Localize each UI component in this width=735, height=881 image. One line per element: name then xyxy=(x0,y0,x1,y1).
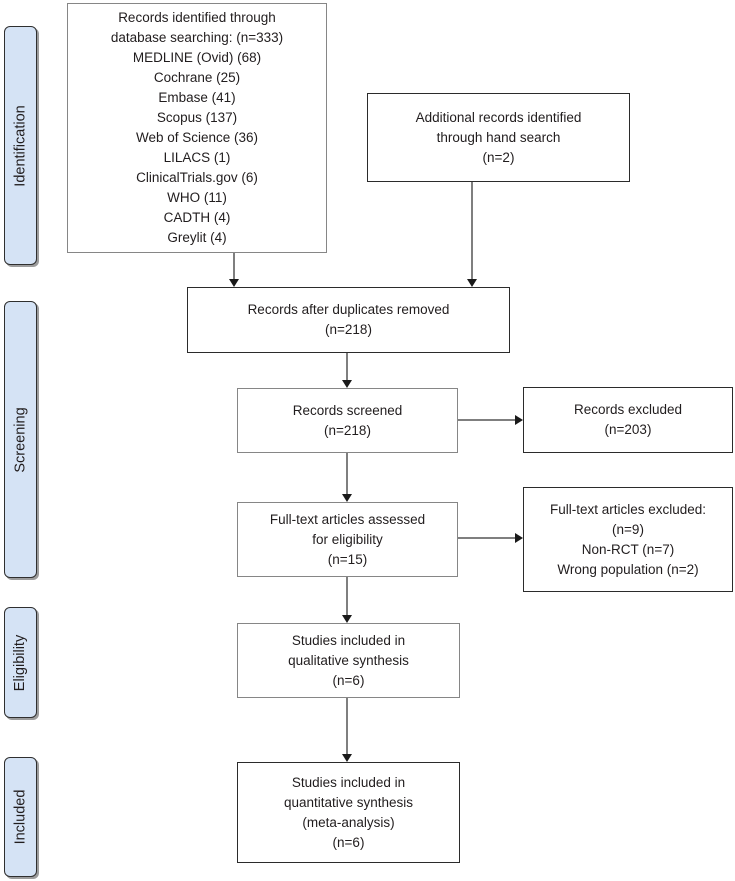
box-text-line: Records screened xyxy=(292,402,403,418)
arrow-duplicates-to-screened xyxy=(346,353,348,380)
arrow-screened-to-excluded xyxy=(458,419,515,421)
box-fulltext-assessed: Full-text articles assessed for eligibil… xyxy=(237,502,458,577)
box-text-line: Full-text articles assessed xyxy=(269,511,426,527)
box-text-line: quantitative synthesis xyxy=(283,794,414,810)
box-text-line: Additional records identified xyxy=(415,109,582,125)
box-text-line: Records after duplicates removed xyxy=(247,302,450,317)
box-text-line: CADTH (4) xyxy=(163,210,231,225)
stage-band-included: Included xyxy=(4,757,37,877)
box-text-line: (n=2) xyxy=(482,149,515,165)
arrowhead-right-icon xyxy=(515,533,523,543)
box-fulltext-excluded: Full-text articles excluded: (n=9) Non-R… xyxy=(523,487,733,592)
box-text-line: Embase (41) xyxy=(158,90,236,105)
box-duplicates-removed: Records after duplicates removed (n=218) xyxy=(187,287,510,353)
arrow-identified-to-duplicates xyxy=(233,253,235,279)
box-text-line: (n=6) xyxy=(332,672,365,688)
box-text-line: (n=218) xyxy=(325,322,372,337)
stage-label-screening: Screening xyxy=(12,406,29,473)
box-records-identified: Records identified through database sear… xyxy=(67,3,327,253)
stage-label-eligibility: Eligibility xyxy=(12,634,29,691)
box-text-line: Records identified through xyxy=(118,10,276,25)
box-text-line: WHO (11) xyxy=(167,190,227,205)
box-text-line: (n=218) xyxy=(324,422,371,438)
stage-band-eligibility: Eligibility xyxy=(4,607,37,718)
box-text-line: qualitative synthesis xyxy=(288,652,409,668)
box-text-line: (n=15) xyxy=(327,551,368,567)
arrowhead-down-icon xyxy=(342,494,352,502)
arrow-additional-to-duplicates xyxy=(471,182,473,279)
box-text-line: Wrong population (n=2) xyxy=(557,561,699,577)
box-text-line: Cochrane (25) xyxy=(153,70,241,85)
arrowhead-right-icon xyxy=(515,415,523,425)
box-qualitative-synthesis: Studies included in qualitative synthesi… xyxy=(237,623,460,698)
box-text-line: Web of Science (36) xyxy=(135,130,259,145)
arrowhead-down-icon xyxy=(342,615,352,623)
stage-label-identification: Identification xyxy=(12,104,29,187)
box-text-line: for eligibility xyxy=(312,531,383,547)
box-text-line: Scopus (137) xyxy=(156,110,238,125)
box-text-line: Studies included in xyxy=(291,632,406,648)
box-records-excluded: Records excluded (n=203) xyxy=(523,387,733,453)
box-text-line: MEDLINE (Ovid) (68) xyxy=(132,50,262,65)
box-records-screened: Records screened (n=218) xyxy=(237,388,458,453)
box-text-line: (meta-analysis) xyxy=(302,814,395,830)
stage-band-identification: Identification xyxy=(4,26,37,265)
arrowhead-down-icon xyxy=(342,380,352,388)
box-text-line: through hand search xyxy=(436,129,561,145)
box-text-line: LILACS (1) xyxy=(163,150,231,165)
arrow-assessed-to-qualitative xyxy=(346,577,348,615)
box-text-line: Full-text articles excluded: xyxy=(549,501,707,517)
arrow-screened-to-assessed xyxy=(346,453,348,494)
box-text-line: (n=203) xyxy=(604,422,652,437)
box-text-line: (n=6) xyxy=(332,834,365,850)
arrow-qualitative-to-quantitative xyxy=(346,698,348,754)
arrowhead-down-icon xyxy=(342,754,352,762)
stage-band-screening: Screening xyxy=(4,301,37,578)
box-text-line: database searching: (n=333) xyxy=(110,30,284,45)
box-text-line: (n=9) xyxy=(612,521,644,537)
box-text-line: Studies included in xyxy=(291,774,406,790)
box-quantitative-synthesis: Studies included in quantitative synthes… xyxy=(237,762,460,863)
arrowhead-down-icon xyxy=(467,279,477,287)
stage-label-included: Included xyxy=(12,789,29,845)
box-text-line: Non-RCT (n=7) xyxy=(581,541,675,557)
box-text-line: Greylit (4) xyxy=(167,230,227,245)
box-additional-records: Additional records identified through ha… xyxy=(367,93,630,182)
arrow-assessed-to-fulltext-excluded xyxy=(458,537,515,539)
box-text-line: Records excluded xyxy=(573,402,683,417)
arrowhead-down-icon xyxy=(229,279,239,287)
box-text-line: ClinicalTrials.gov (6) xyxy=(136,170,258,185)
